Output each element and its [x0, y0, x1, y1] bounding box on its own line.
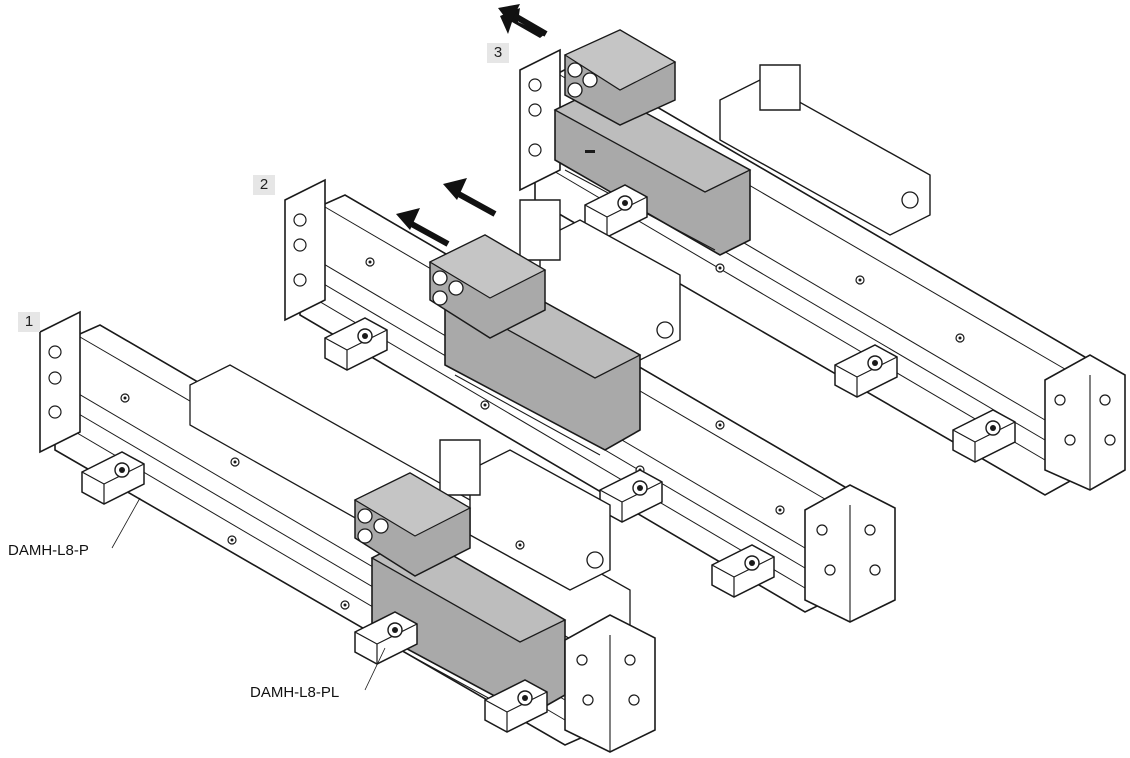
- axis-unit-2: [284, 178, 898, 623]
- axis-unit-3: [498, 4, 1126, 496]
- part-label-damh-l8-p: DAMH-L8-P: [8, 542, 89, 559]
- leader-line-lower: [364, 647, 386, 691]
- step-label-1: 1: [18, 312, 40, 332]
- step-label-3: 3: [487, 43, 509, 63]
- leader-line-upper: [111, 497, 141, 549]
- part-label-damh-l8-pl: DAMH-L8-PL: [250, 684, 340, 701]
- step-label-2: 2: [253, 175, 275, 195]
- axis-unit-1: [39, 310, 656, 753]
